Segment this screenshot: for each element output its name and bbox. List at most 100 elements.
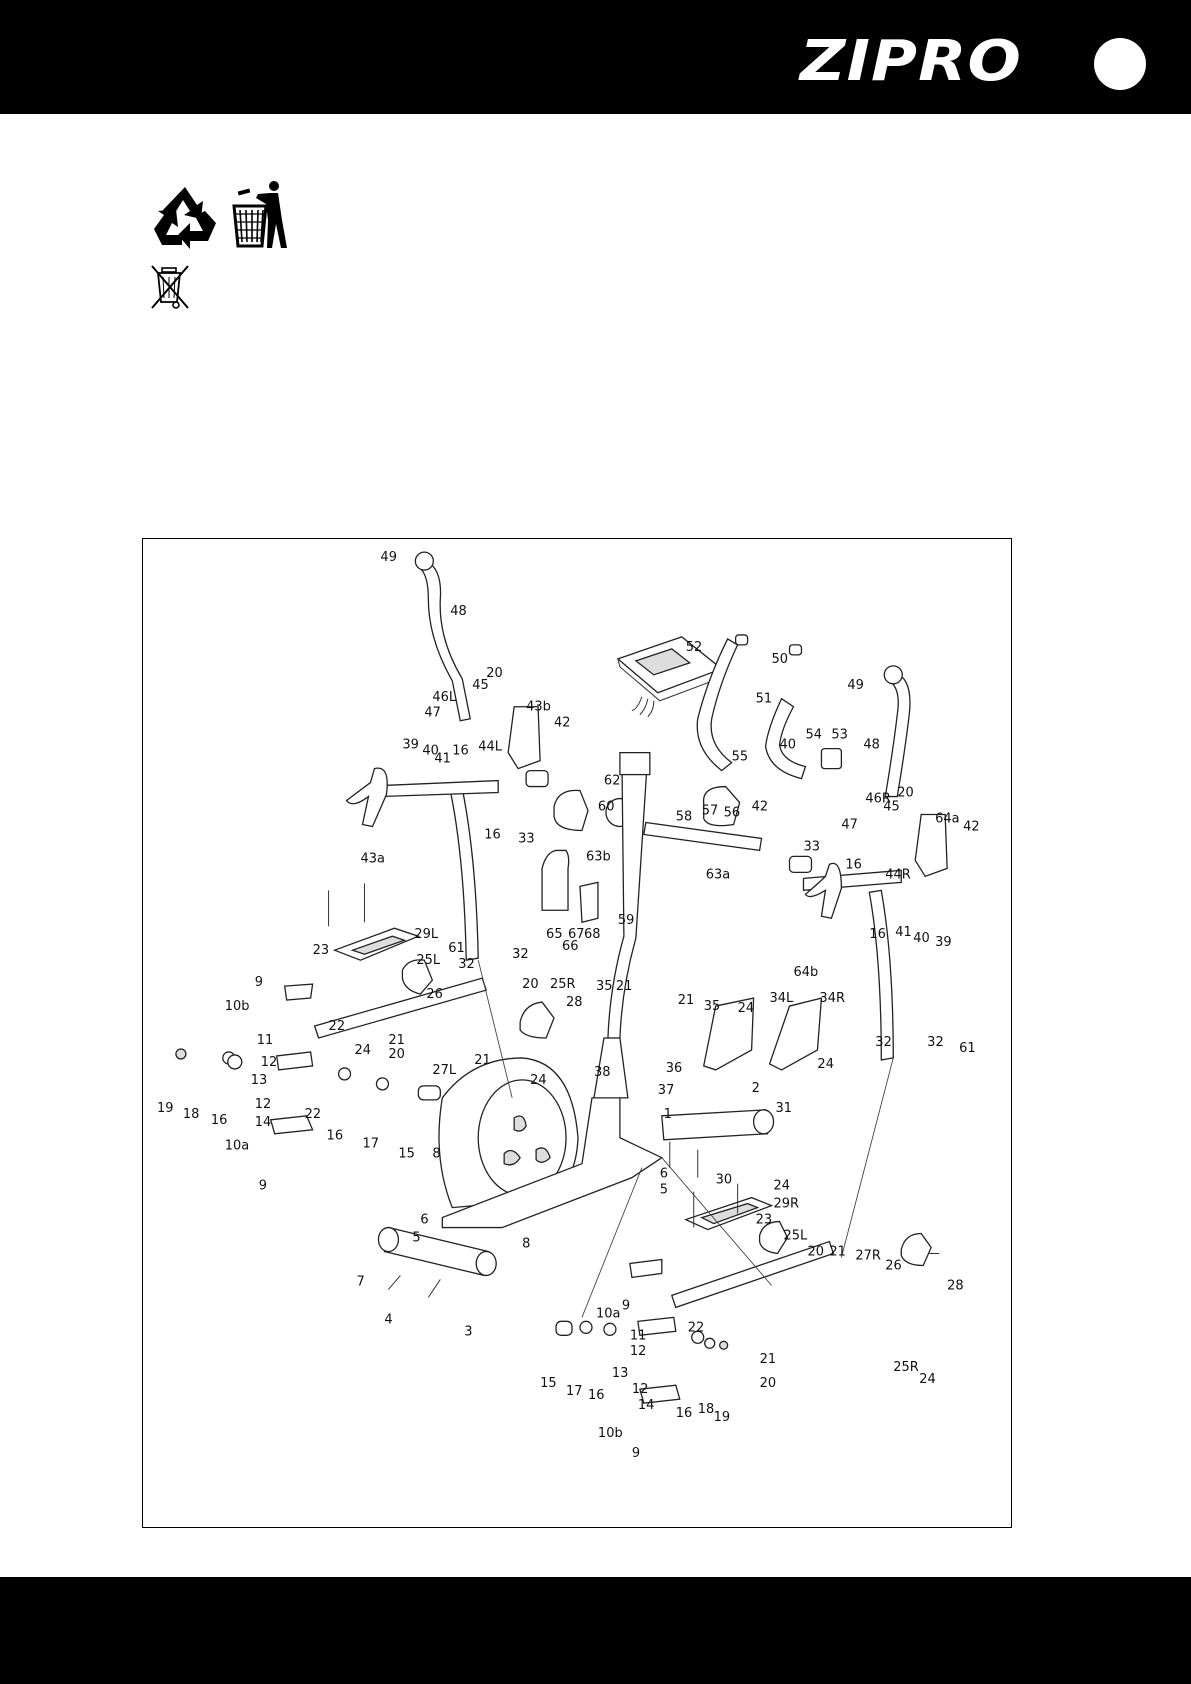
part-label: 63a [706, 867, 730, 882]
exploded-parts-diagram: 49 48 46L 45 20 47 43b 42 39 40 41 16 44… [142, 538, 1012, 1528]
bracket-25L-right [758, 1220, 789, 1255]
part-label: 44L [478, 740, 503, 755]
post-head-62 [619, 751, 651, 776]
part-label: 45 [883, 800, 900, 815]
part-label: 9 [622, 1298, 630, 1313]
part-label: 47 [424, 706, 441, 721]
bushing-33-left [525, 769, 549, 788]
part-label: 32 [927, 1035, 944, 1050]
part-label: 2 [752, 1081, 760, 1096]
part-label: 24 [817, 1057, 834, 1072]
part-label: 16 [869, 927, 886, 942]
part-label: 51 [756, 692, 773, 707]
bracket-25R-right [900, 1232, 932, 1267]
part-label: 63b [586, 849, 611, 864]
part-label: 29R [774, 1197, 800, 1212]
left-pedal-arm-27L [313, 977, 488, 1039]
part-label: 26 [426, 987, 443, 1002]
part-label: 13 [612, 1366, 629, 1381]
rear-stabilizer-2 [661, 1109, 769, 1141]
part-label: 18 [183, 1107, 200, 1122]
part-label: 21 [829, 1244, 846, 1259]
stabilizer-end-cap-left [377, 1226, 400, 1253]
main-frame-1 [441, 1097, 664, 1229]
bushing-16-mid [337, 1067, 352, 1081]
part-label: 20 [486, 666, 503, 681]
part-label: 52 [686, 640, 703, 655]
part-label: 35 [596, 979, 613, 994]
bushing-16-right [603, 1322, 617, 1336]
roller-cover-10b-right [639, 1384, 681, 1404]
part-label: 13 [251, 1073, 268, 1088]
left-pivot-shaft [379, 779, 499, 798]
left-lower-arm-tube [449, 787, 479, 961]
right-lower-arm-tube [868, 889, 894, 1061]
roller-13-right [637, 1316, 677, 1337]
flywheel-hole-3 [535, 1147, 551, 1163]
part-label: 66 [562, 939, 579, 954]
connecting-shaft [643, 821, 763, 852]
part-label: 53 [831, 728, 848, 743]
bracket-43a [345, 767, 388, 828]
bushing-33-right [788, 855, 813, 874]
part-label: 48 [450, 604, 467, 619]
part-label: 14 [255, 1115, 272, 1130]
main-post-59 [607, 751, 649, 1039]
part-label: 32 [512, 947, 529, 962]
bushing-15-left [417, 1085, 441, 1101]
part-label: 16 [676, 1406, 693, 1421]
handlebar-cap-49-right [883, 665, 903, 685]
part-label: 49 [380, 550, 397, 565]
part-label: 36 [666, 1061, 683, 1076]
bracket-25R-left [519, 1001, 555, 1039]
part-label: 25L [784, 1229, 809, 1244]
part-label: 10b [225, 999, 250, 1014]
flywheel-hole-2 [503, 1149, 521, 1166]
part-label: 62 [604, 774, 621, 789]
part-label: 25R [893, 1360, 919, 1375]
part-label: 22 [688, 1320, 705, 1335]
part-label: 44R [885, 867, 911, 882]
part-label: 8 [522, 1237, 530, 1252]
part-label: 23 [313, 943, 330, 958]
bracket-43b [507, 706, 541, 770]
part-label: 6 [660, 1167, 668, 1182]
tidyman-bin-icon [232, 181, 287, 248]
fixed-handlebar-51-left [696, 637, 739, 772]
part-label: 6 [420, 1213, 428, 1228]
part-label: 12 [255, 1097, 272, 1112]
bracket-63a [702, 785, 741, 827]
handlebar-cap-49-left [414, 551, 434, 571]
part-label: 64a [935, 811, 959, 826]
part-label: 40 [422, 744, 439, 759]
part-label: 16 [484, 827, 501, 842]
part-label: 67 [568, 927, 585, 942]
page-number-circle [1094, 38, 1146, 90]
part-label: 16 [588, 1388, 605, 1403]
part-label: 24 [774, 1179, 791, 1194]
part-label: 9 [632, 1446, 640, 1461]
part-label: 45 [472, 678, 489, 693]
part-label: 5 [660, 1183, 668, 1198]
bracket-64b [804, 862, 843, 920]
part-label: 32 [458, 957, 475, 972]
part-label: 59 [618, 913, 635, 928]
part-label: 40 [780, 738, 797, 753]
part-label: 38 [594, 1065, 611, 1080]
crossed-out-wheelie-bin-icon [151, 265, 189, 309]
part-label: 49 [847, 678, 864, 693]
footer-bar [0, 1577, 1191, 1684]
part-label: 17 [362, 1137, 379, 1152]
left-pedal-tread [350, 935, 407, 955]
water-bottle-65 [541, 849, 570, 911]
roller-cover-10a [269, 1115, 314, 1135]
left-handlebar-48 [417, 560, 472, 722]
console-display [634, 648, 692, 676]
part-label: 34L [770, 991, 795, 1006]
part-label: 10a [225, 1139, 249, 1154]
part-label: 10a [596, 1306, 620, 1321]
part-label: 24 [530, 1073, 547, 1088]
nut-19-right [719, 1340, 729, 1350]
part-label: 26 [885, 1258, 902, 1273]
part-label: 42 [554, 716, 571, 731]
